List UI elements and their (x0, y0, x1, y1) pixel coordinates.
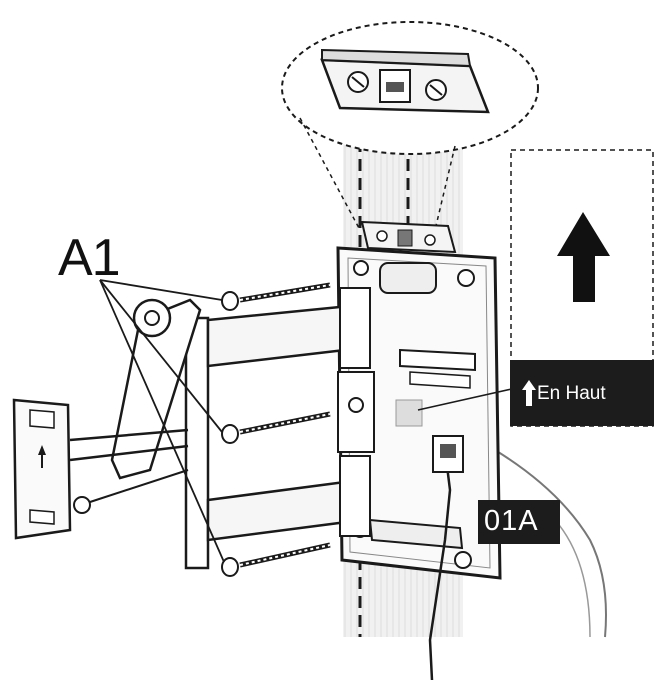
direction-leader-line (417, 387, 517, 411)
direction-label: En Haut (537, 383, 606, 404)
direction-tag: En Haut (510, 360, 654, 426)
a1-leader-lines (99, 279, 225, 563)
part-label-a1: A1 (58, 229, 121, 287)
up-arrow-icon (557, 212, 610, 302)
model-tag: 01A (478, 500, 560, 544)
screw-top (221, 282, 331, 311)
screw-middle (221, 411, 331, 444)
wall-plate (336, 246, 517, 681)
arm-assembly (110, 287, 375, 570)
spirit-level-icon (320, 48, 490, 114)
tv-bracket (12, 398, 189, 540)
screws (221, 282, 331, 577)
wall-outline (494, 449, 607, 638)
wall-outline-inner (554, 519, 591, 638)
level-detail-callout (281, 21, 539, 254)
level-on-plate (360, 220, 457, 254)
up-arrow-small-icon (522, 380, 536, 406)
model-label: 01A (484, 505, 539, 537)
screw-bottom (221, 542, 331, 577)
